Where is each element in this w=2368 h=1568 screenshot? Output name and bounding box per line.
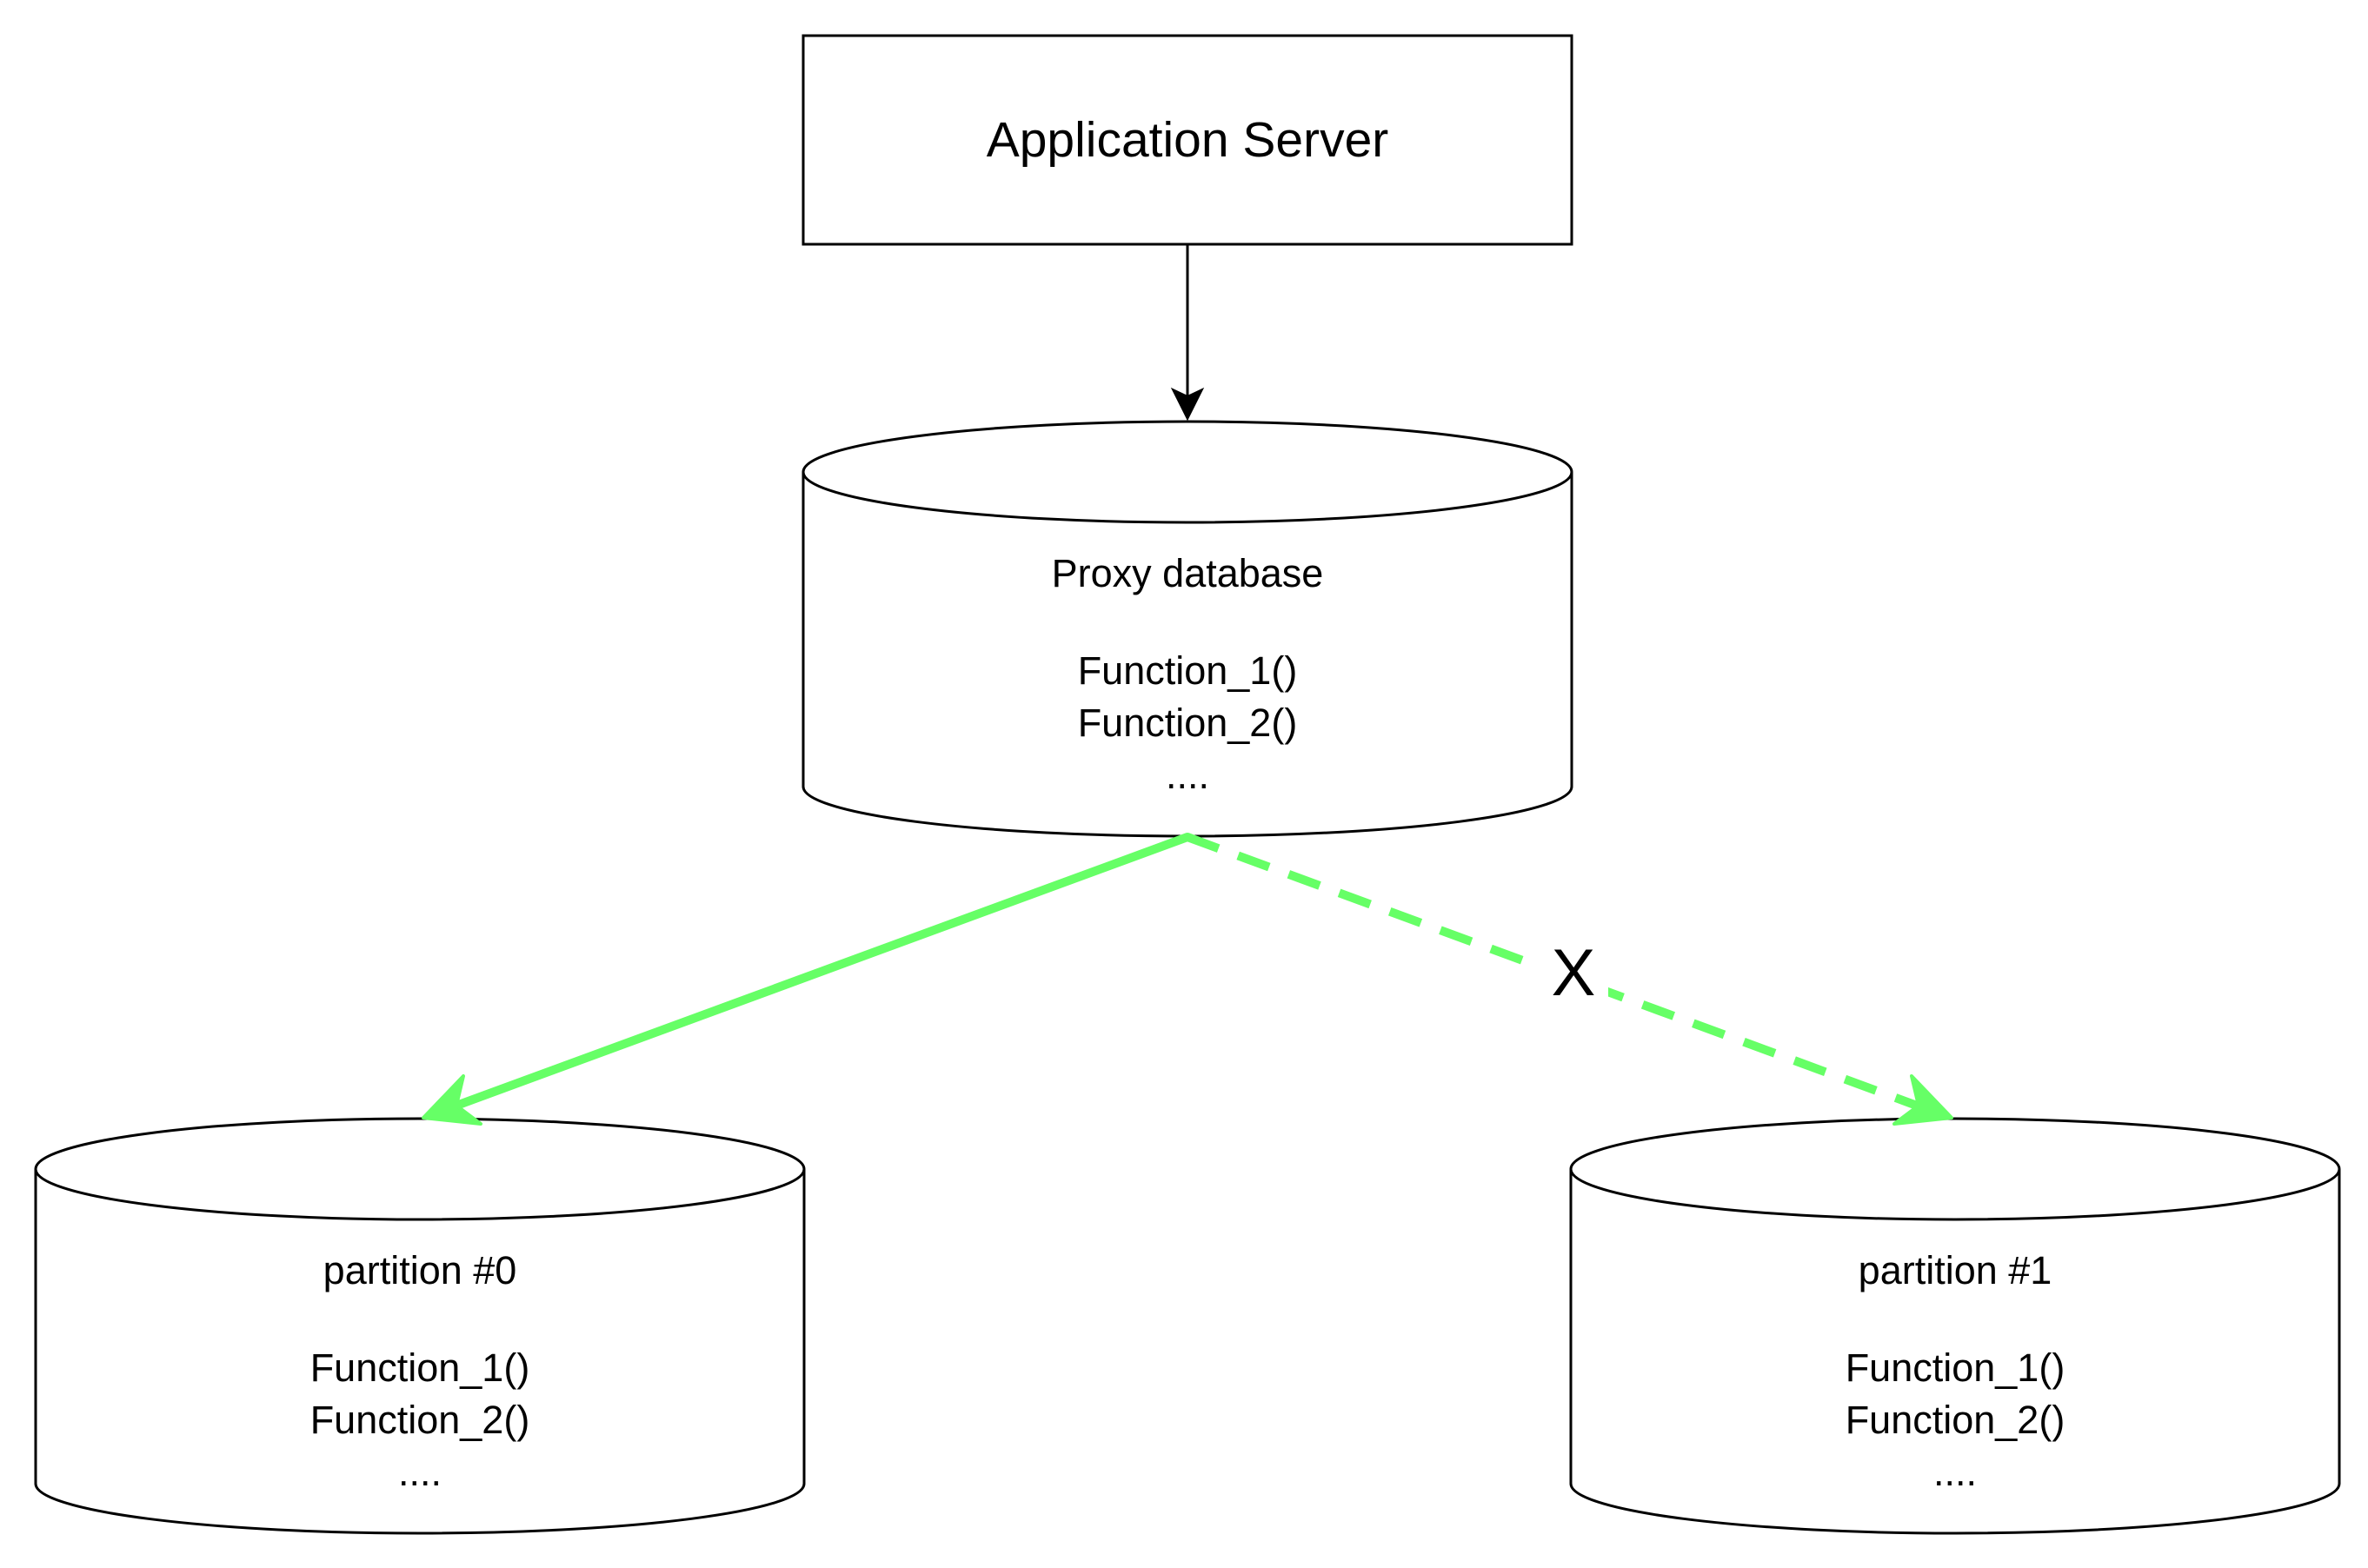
partition-0-text: partition #0 Function_1() Function_2() .…	[37, 1245, 802, 1498]
proxy-function-2: Function_2()	[1077, 701, 1298, 745]
proxy-database-text: Proxy database Function_1() Function_2()…	[805, 548, 1570, 801]
partition-0-function-2: Function_2()	[309, 1398, 530, 1442]
partition-1-text: partition #1 Function_1() Function_2() .…	[1573, 1245, 2338, 1498]
blocked-route-marker: X	[1539, 934, 1608, 1013]
route-arrow-to-partition-0	[452, 833, 1192, 1110]
application-server-box[interactable]	[802, 34, 1573, 246]
blocked-route-to-partition-1-head	[1892, 1074, 1953, 1126]
partition-1-cylinder[interactable]	[1569, 1117, 2341, 1535]
arrow-app-to-proxy-head	[1170, 387, 1205, 422]
proxy-ellipsis: ....	[1165, 753, 1209, 797]
partition-1-function-2: Function_2()	[1845, 1398, 2065, 1442]
partition-0-ellipsis: ....	[397, 1450, 442, 1494]
partition-0-title: partition #0	[323, 1248, 517, 1292]
proxy-database-cylinder[interactable]	[802, 420, 1573, 838]
proxy-function-1: Function_1()	[1077, 648, 1298, 693]
partition-1-function-1: Function_1()	[1845, 1345, 2065, 1390]
route-arrow-to-partition-0-head	[422, 1074, 482, 1126]
partition-0-cylinder[interactable]	[34, 1117, 806, 1535]
application-server-label: Application Server	[986, 112, 1389, 168]
partition-1-ellipsis: ....	[1932, 1450, 1977, 1494]
proxy-database-title: Proxy database	[1051, 551, 1324, 595]
partition-0-function-1: Function_1()	[309, 1345, 530, 1390]
partition-1-title: partition #1	[1858, 1248, 2052, 1292]
